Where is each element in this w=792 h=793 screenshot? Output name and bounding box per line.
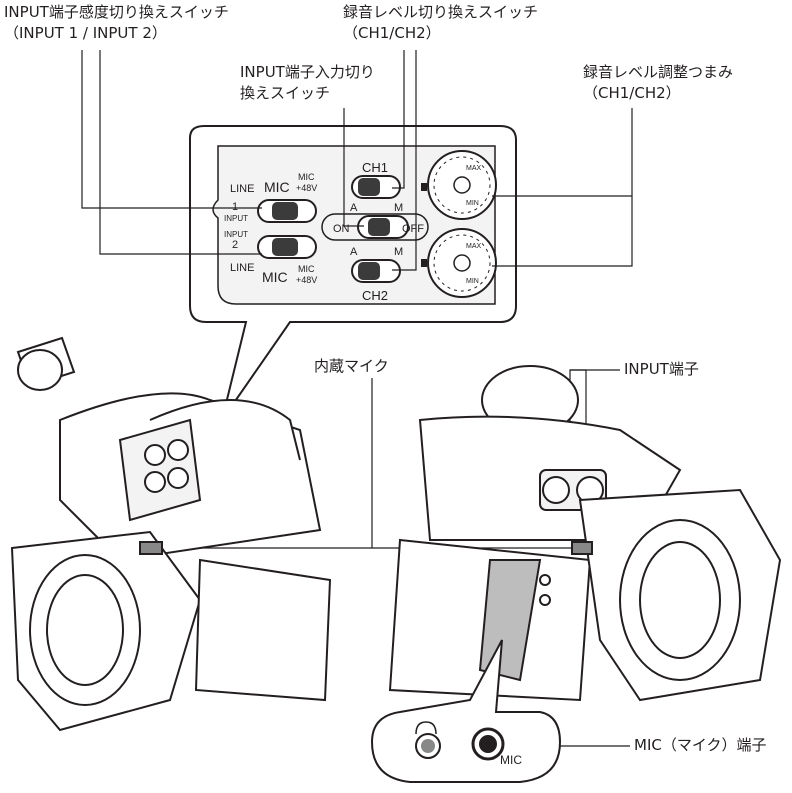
label-rec-level-dial-line1: 録音レベル調整つまみ: [583, 63, 734, 81]
label-input-select-line1: INPUT端子入力切り: [240, 63, 375, 81]
panel-line-1: LINE: [230, 183, 254, 195]
panel-min-1: MIN: [466, 200, 479, 207]
label-rec-level-switch-line1: 録音レベル切り換えスイッチ: [343, 3, 539, 21]
headphone-icon: [415, 721, 437, 735]
label-mic-terminal: MIC（マイク）端子: [634, 736, 767, 754]
panel-m-2: M: [394, 246, 403, 258]
label-rec-level-switch: 録音レベル切り換えスイッチ （CH1/CH2）: [343, 2, 538, 44]
panel-min-2: MIN: [466, 278, 479, 285]
panel-48v-1: +48V: [296, 183, 317, 193]
panel-line-2: LINE: [230, 262, 254, 274]
label-rec-level-switch-line2: （CH1/CH2）: [343, 24, 441, 42]
panel-a-2: A: [350, 246, 358, 258]
mic-jack-inset: MIC: [370, 639, 562, 783]
panel-input1-word: INPUT: [224, 214, 248, 223]
leader-lines: [81, 50, 633, 747]
label-rec-level-dial: 録音レベル調整つまみ （CH1/CH2）: [583, 62, 733, 104]
panel-input2-word: INPUT: [224, 230, 248, 239]
ch2-rec-level-dial[interactable]: [427, 228, 497, 298]
label-input-terminal: INPUT端子: [624, 360, 699, 378]
camcorder-left: [10, 336, 332, 732]
panel-off: OFF: [402, 223, 424, 235]
panel-48v-2: +48V: [296, 275, 317, 285]
panel-input2-num: 2: [232, 239, 238, 251]
panel-ch2: CH2: [362, 288, 388, 303]
inset-mic-label: MIC: [500, 753, 522, 767]
panel-m-1: M: [394, 202, 403, 214]
panel-mic-2: MIC: [262, 269, 288, 285]
control-panel: CH1 CH2 LINE MIC MIC +48V 1 INPUT INPUT …: [189, 125, 517, 421]
panel-mic-1: MIC: [264, 179, 290, 195]
panel-mic48-1: MIC: [298, 172, 315, 182]
panel-a-1: A: [350, 202, 358, 214]
label-input-sensitivity-line1: INPUT端子感度切り換えスイッチ: [4, 3, 229, 21]
label-input-select-switch: INPUT端子入力切り 換えスイッチ: [240, 62, 375, 104]
panel-on: ON: [333, 223, 350, 235]
panel-input1-num: 1: [232, 201, 238, 213]
label-input-sensitivity-line2: （INPUT 1 / INPUT 2）: [4, 24, 167, 42]
panel-mic48-2: MIC: [298, 264, 315, 274]
ch1-rec-level-dial[interactable]: [427, 150, 497, 220]
label-input-sensitivity-switch: INPUT端子感度切り換えスイッチ （INPUT 1 / INPUT 2）: [4, 2, 229, 44]
panel-max-2: MAX: [466, 243, 482, 250]
panel-ch1: CH1: [362, 160, 388, 175]
camcorder-right: [388, 365, 782, 702]
panel-max-1: MAX: [466, 165, 482, 172]
label-rec-level-dial-line2: （CH1/CH2）: [583, 84, 681, 102]
label-builtin-mic: 内蔵マイク: [314, 357, 389, 375]
label-input-select-line2: 換えスイッチ: [240, 84, 331, 102]
